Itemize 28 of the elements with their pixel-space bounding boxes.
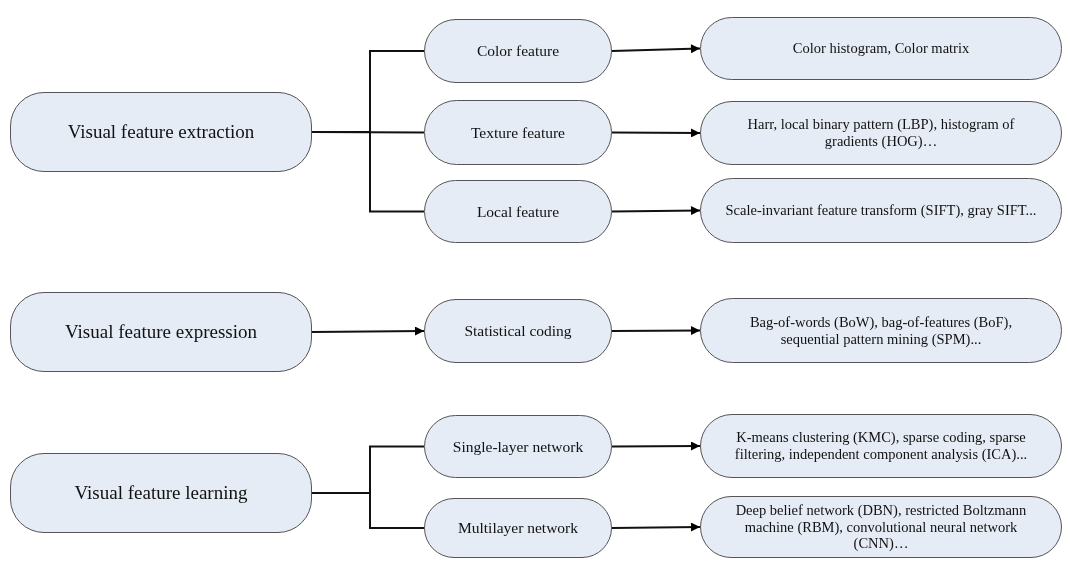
node-label: Visual feature extraction	[67, 121, 255, 143]
node-label: Bag-of-words (BoW), bag-of-features (BoF), sequential pattern mining (SPM)...	[748, 313, 1014, 348]
node-label: Multilayer network	[457, 519, 579, 537]
connector-line	[311, 131, 425, 213]
node-label: Deep belief network (DBN), restricted Boltzmann machine (RBM), convolutional neural network (CNN)…	[734, 502, 1028, 552]
node-label: Visual feature learning	[74, 482, 248, 504]
arrow	[611, 522, 701, 532]
node-label: Statistical coding	[464, 322, 572, 340]
arrow	[311, 326, 425, 336]
arrow	[611, 206, 701, 216]
node-label: Color feature	[476, 42, 560, 60]
node-label: Color histogram, Color matrix	[792, 40, 970, 57]
node-label: Texture feature	[471, 123, 565, 142]
node-label: Visual feature expression	[65, 321, 257, 343]
arrow	[611, 326, 701, 336]
category-pill	[10, 92, 312, 172]
connector-line	[311, 492, 425, 529]
feature-pill	[424, 498, 612, 558]
node-label: K-means clustering (KMC), sparse coding, sparse filtering, independent component analysis (ICA)...	[733, 429, 1029, 463]
category-pill	[10, 292, 312, 372]
arrow	[611, 44, 701, 54]
node-label: Harr, local binary pattern (LBP), histogram of gradients (HOG)…	[746, 116, 1016, 150]
node-label: Single-layer network	[452, 437, 584, 456]
node-label: Scale-invariant feature transform (SIFT), gray SIFT...	[725, 202, 1037, 219]
arrow	[611, 441, 701, 451]
arrow	[611, 128, 701, 138]
category-pill	[10, 453, 312, 533]
node-label: Local feature	[476, 202, 560, 221]
